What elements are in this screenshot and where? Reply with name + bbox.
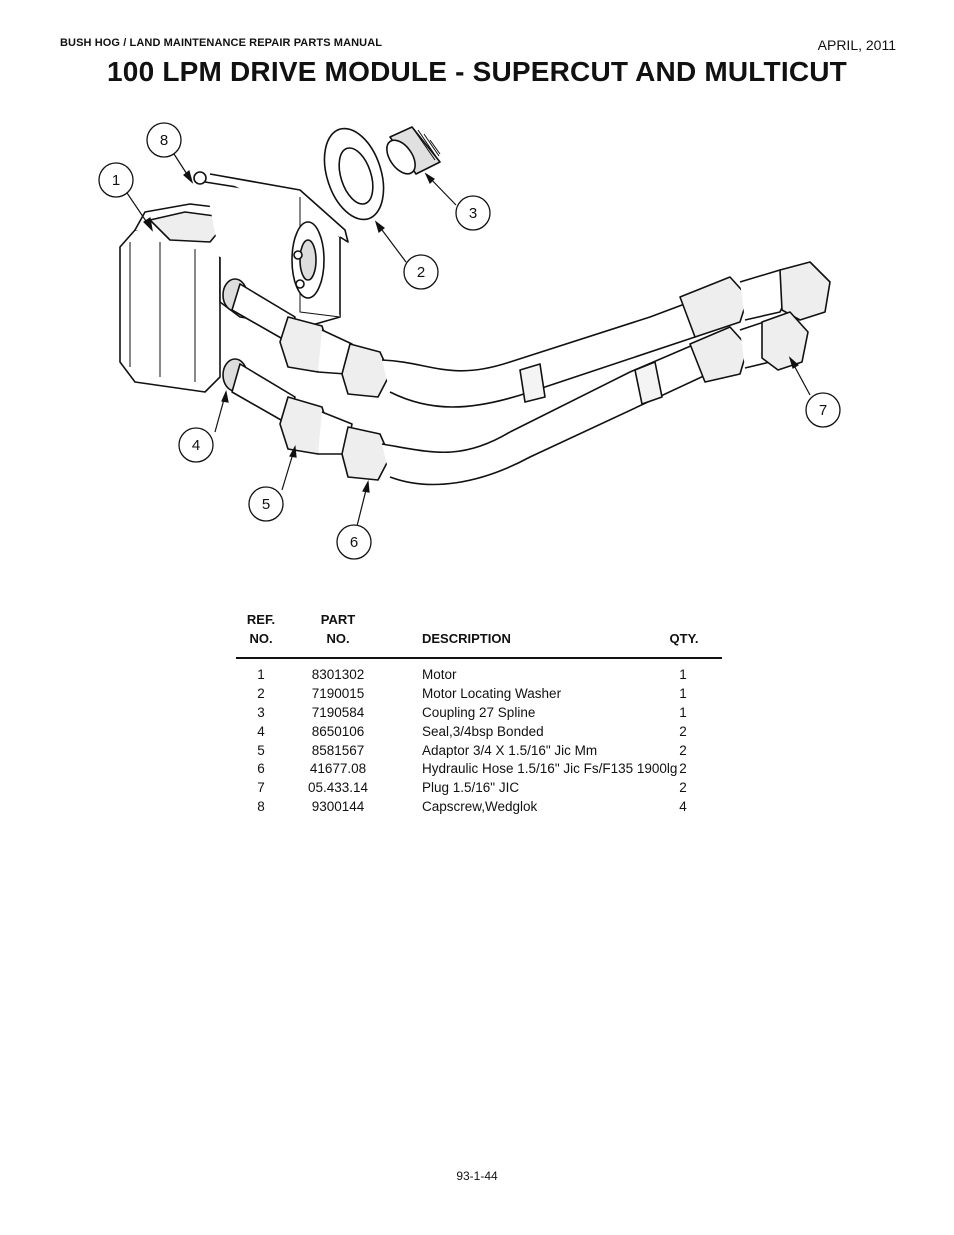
coupling-drawing [386,126,441,175]
qty-header: QTY. [669,631,699,646]
part-cell: 8581567 [311,742,365,758]
part-cell: 9300144 [311,799,365,815]
qty-cell: 2 [679,780,687,796]
ref-header-line1: REF. [246,612,276,627]
callout-4: 4 [192,437,200,454]
manual-header: BUSH HOG / LAND MAINTENANCE REPAIR PARTS… [60,37,383,49]
qty-cell: 1 [679,667,687,682]
description-cell: Plug 1.5/16" JIC [422,780,520,796]
lower-hose-assembly [222,311,809,486]
callout-5: 5 [262,496,270,513]
qty-cell: 2 [679,723,687,739]
table-row: 7 05.433.14 Plug 1.5/16" JIC 2 [236,779,722,798]
ref-cell: 5 [257,742,265,758]
callout-2: 2 [417,264,425,281]
part-cell: 7190584 [311,704,365,720]
ref-cell: 3 [257,704,265,720]
callout-7: 7 [819,402,827,419]
table-row: 3 7190584 Coupling 27 Spline 1 [236,704,722,723]
qty-cell: 1 [679,704,687,720]
callout-3: 3 [469,205,477,222]
ref-cell: 4 [257,723,265,739]
ref-header-line2: NO. [249,631,273,646]
description-cell: Coupling 27 Spline [422,704,536,720]
description-cell: Seal,3/4bsp Bonded [422,723,544,739]
part-header-line1: PART [320,612,356,627]
part-cell: 7190015 [311,685,365,701]
qty-cell: 1 [679,685,687,701]
qty-cell: 2 [679,742,687,758]
parts-table: REF. NO. PART NO. DESCRIPTION QTY. 1 830… [236,610,722,817]
table-row: 4 8650106 Seal,3/4bsp Bonded 2 [236,723,722,742]
table-row: 8 9300144 Capscrew,Wedglok 4 [236,798,722,817]
page-number: 93-1-44 [456,1169,498,1183]
qty-cell: 2 [679,761,687,777]
parts-diagram: 1 2 3 4 5 6 7 8 [98,122,841,560]
description-header: DESCRIPTION [422,631,511,646]
ref-cell: 1 [257,667,265,682]
part-cell: 41677.08 [309,761,367,777]
description-cell: Motor [422,667,457,682]
description-cell: Adaptor 3/4 X 1.5/16" Jic Mm [422,742,598,758]
part-header-line2: NO. [326,631,350,646]
table-header: REF. NO. PART NO. DESCRIPTION QTY. [236,610,722,659]
ref-cell: 7 [257,780,265,796]
callout-8: 8 [160,132,168,149]
description-cell: Capscrew,Wedglok [422,799,538,815]
date-header: APRIL, 2011 [817,37,896,53]
description-cell: Hydraulic Hose 1.5/16" Jic Fs/F135 1900l… [422,761,678,777]
part-cell: 05.433.14 [307,780,369,796]
part-cell: 8301302 [311,667,365,682]
callout-1: 1 [112,172,120,189]
table-row: 2 7190015 Motor Locating Washer 1 [236,685,722,704]
callout-6: 6 [350,534,358,551]
part-cell: 8650106 [311,723,365,739]
page-title: 100 LPM DRIVE MODULE - SUPERCUT AND MULT… [107,56,847,87]
washer-drawing [323,127,385,221]
ref-cell: 8 [257,799,265,815]
table-body: 1 8301302 Motor 1 2 7190015 Motor Locati… [236,666,722,817]
ref-cell: 6 [257,761,265,777]
table-row: 5 8581567 Adaptor 3/4 X 1.5/16" Jic Mm 2 [236,742,722,761]
ref-cell: 2 [257,685,265,701]
table-row: 6 41677.08 Hydraulic Hose 1.5/16" Jic Fs… [236,760,722,779]
upper-hose-assembly [222,261,831,408]
qty-cell: 4 [679,799,687,815]
description-cell: Motor Locating Washer [422,685,562,701]
table-row: 1 8301302 Motor 1 [236,666,722,685]
